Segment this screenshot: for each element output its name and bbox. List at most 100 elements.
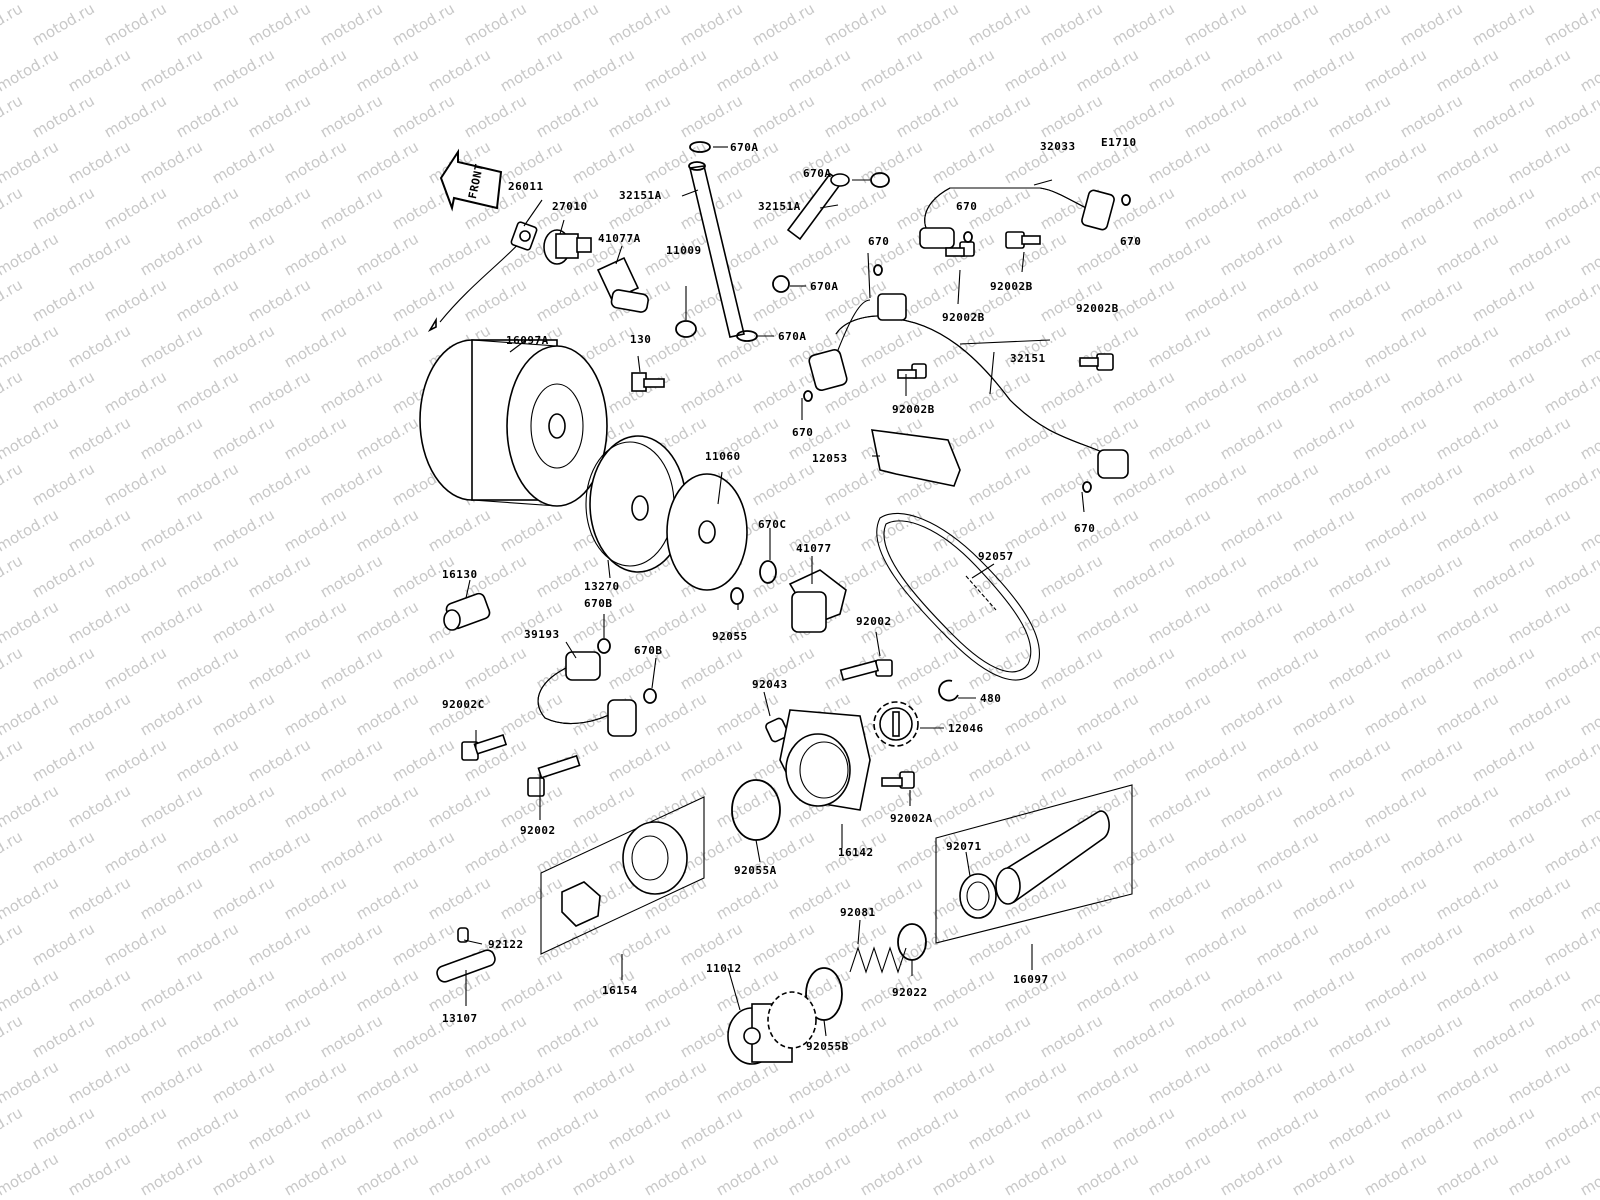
watermark-text: motod.ru [1361,1149,1430,1199]
watermark-text: motod.ru [317,91,386,141]
watermark-text: motod.ru [425,1057,494,1107]
watermark-text: motod.ru [281,965,350,1015]
watermark-text: motod.ru [749,91,818,141]
watermark-text: motod.ru [1253,1011,1322,1061]
watermark-text: motod.ru [425,689,494,739]
bolt-92002-icon [527,659,893,797]
watermark-text: motod.ru [1469,0,1538,49]
watermark-text: motod.ru [1181,551,1250,601]
watermark-text: motod.ru [101,643,170,693]
watermark-text: motod.ru [1541,91,1600,141]
watermark-text: motod.ru [1469,643,1538,693]
watermark-text: motod.ru [137,413,206,463]
watermark-text: motod.ru [1253,1195,1322,1200]
sprocket-icon [873,701,919,747]
watermark-text: motod.ru [29,1195,98,1200]
watermark-text: motod.ru [641,1149,710,1199]
watermark-text: motod.ru [209,873,278,923]
watermark-text: motod.ru [1325,551,1394,601]
o-ring-670c-icon [759,560,777,584]
watermark-text: motod.ru [1469,1011,1538,1061]
watermark-text: motod.ru [1361,505,1430,555]
watermark-text: motod.ru [1001,597,1070,647]
watermark-text: motod.ru [929,1149,998,1199]
watermark-text: motod.ru [1433,505,1502,555]
label-92043: 92043 [752,678,788,691]
watermark-text: motod.ru [1541,367,1600,417]
watermark-text: motod.ru [281,413,350,463]
watermark-text: motod.ru [641,45,710,95]
watermark-text: motod.ru [1001,45,1070,95]
watermark-text: motod.ru [1289,873,1358,923]
watermark-text: motod.ru [1073,873,1142,923]
watermark-text: motod.ru [1577,965,1600,1015]
watermark-text: motod.ru [281,781,350,831]
filter-gasket-icon [666,473,748,591]
watermark-text: motod.ru [1289,413,1358,463]
watermark-text: motod.ru [137,137,206,187]
watermark-text: motod.ru [29,735,98,785]
watermark-text: motod.ru [1037,1195,1106,1200]
watermark-text: motod.ru [173,1103,242,1153]
relief-spring-icon [849,946,907,974]
watermark-text: motod.ru [1253,919,1322,969]
watermark-text: motod.ru [173,367,242,417]
watermark-text: motod.ru [1145,0,1214,3]
watermark-text: motod.ru [1109,919,1178,969]
watermark-text: motod.ru [1433,1149,1502,1199]
watermark-text: motod.ru [317,827,386,877]
watermark-text: motod.ru [1325,735,1394,785]
watermark-text: motod.ru [1325,367,1394,417]
watermark-text: motod.ru [1541,1103,1600,1153]
watermark-text: motod.ru [317,275,386,325]
watermark-text: motod.ru [1037,1011,1106,1061]
watermark-text: motod.ru [1433,0,1502,3]
watermark-text: motod.ru [353,781,422,831]
watermark-text: motod.ru [209,137,278,187]
watermark-text: motod.ru [29,919,98,969]
o-ring-670b-lower-icon [643,688,657,704]
watermark-text: motod.ru [1325,643,1394,693]
watermark-text: motod.ru [713,0,782,3]
watermark-text: motod.ru [1073,45,1142,95]
watermark-text: motod.ru [1289,0,1358,3]
label-11060: 11060 [705,450,741,463]
watermark-text: motod.ru [1361,413,1430,463]
watermark-text: motod.ru [1037,919,1106,969]
watermark-text: motod.ru [0,965,62,1015]
watermark-text: motod.ru [1109,367,1178,417]
label-92002b-b: 92002B [1076,302,1119,315]
watermark-text: motod.ru [1145,873,1214,923]
watermark-text: motod.ru [281,597,350,647]
watermark-text: motod.ru [317,735,386,785]
o-ring-670a-icon [689,141,890,342]
watermark-text: motod.ru [929,0,998,3]
drain-plug-icon [727,991,817,1065]
watermark-text: motod.ru [605,1103,674,1153]
watermark-text: motod.ru [1037,1103,1106,1153]
label-92055b: 92055B [806,1040,849,1053]
watermark-text: motod.ru [749,1103,818,1153]
watermark-text: motod.ru [1325,1103,1394,1153]
watermark-text: motod.ru [0,1149,62,1199]
watermark-text: motod.ru [641,597,710,647]
watermark-text: motod.ru [533,275,602,325]
watermark-text: motod.ru [281,45,350,95]
label-92002a: 92002A [890,812,933,825]
watermark-text: motod.ru [605,919,674,969]
watermark-text: motod.ru [965,1103,1034,1153]
watermark-text: motod.ru [1397,91,1466,141]
watermark-text: motod.ru [425,45,494,95]
watermark-text: motod.ru [209,965,278,1015]
watermark-text: motod.ru [1397,735,1466,785]
watermark-text: motod.ru [713,1057,782,1107]
watermark-text: motod.ru [209,505,278,555]
watermark-text: motod.ru [929,321,998,371]
oil-pipe-32033-icon [919,187,1115,249]
watermark-text: motod.ru [1037,275,1106,325]
watermark-text: motod.ru [641,1057,710,1107]
watermark-text: motod.ru [1397,1011,1466,1061]
label-16154: 16154 [602,984,638,997]
label-16142: 16142 [838,846,874,859]
watermark-text: motod.ru [245,643,314,693]
